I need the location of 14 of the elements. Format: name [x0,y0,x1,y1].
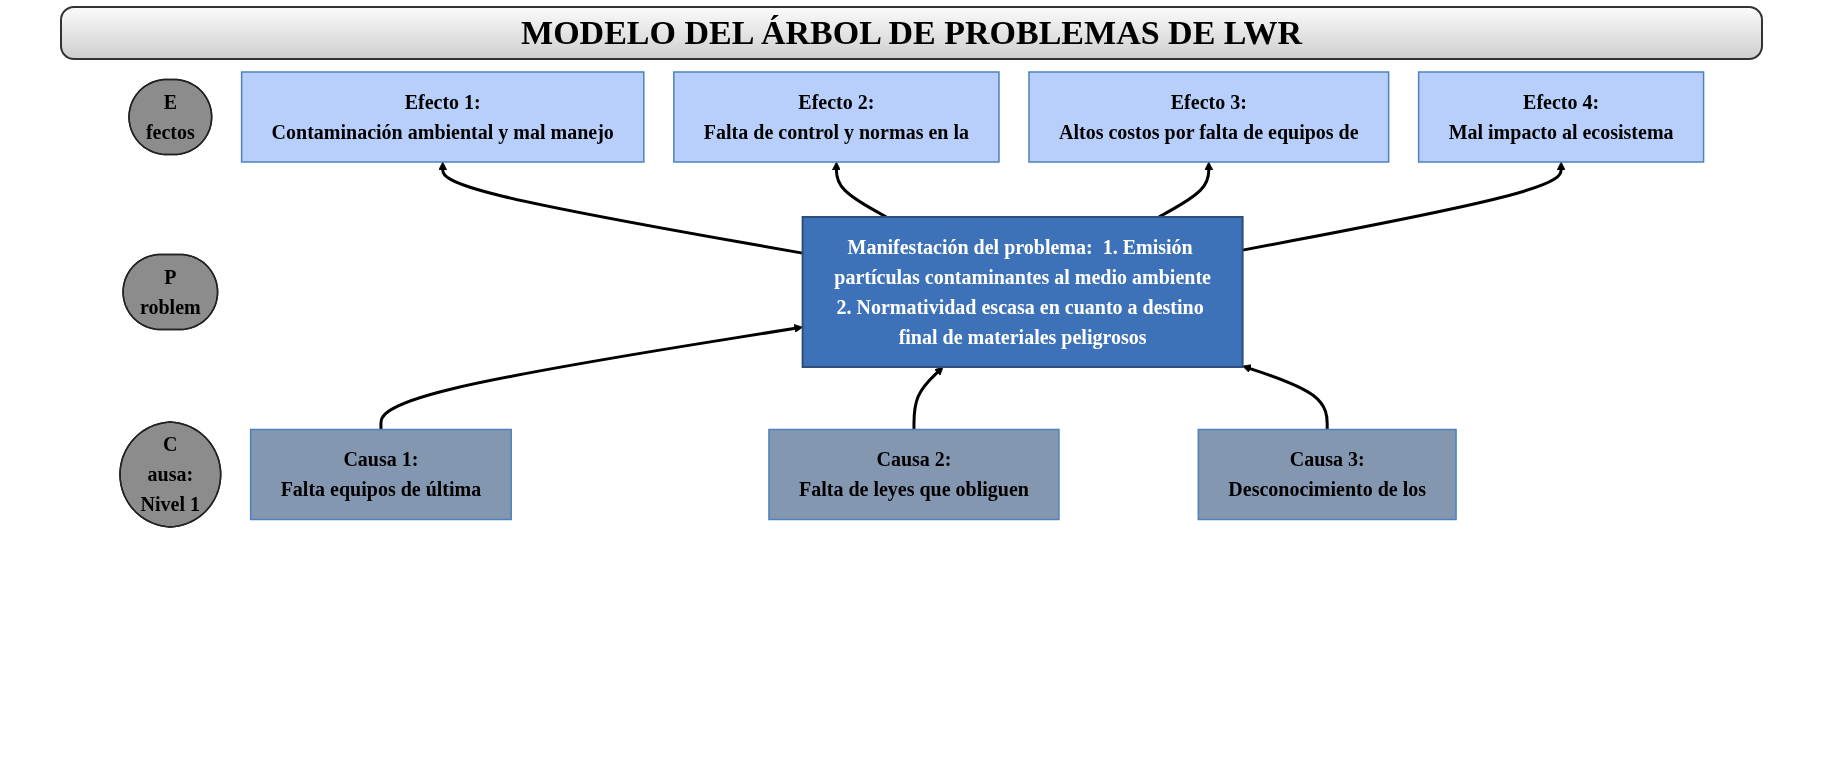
node-box: Manifestación del problema: 1. Emisión partículas contaminantes al medio ambiente 2. Normatividad escasa en cuanto a destino final de materiales peligrosos [801,216,1244,368]
arrow [438,161,803,255]
node-box: Causa 3: Desconocimiento de los [1197,428,1457,521]
node-box: Efecto 2: Falta de control y normas en la [672,71,1000,163]
node-box: Efecto 3: Altos costos por falta de equipos de [1027,71,1390,163]
diagram-title: MODELO DEL ÁRBOL DE PROBLEMAS DE LWR [60,6,1763,60]
node-box: Causa 2: Falta de leyes que obliguen [767,428,1060,521]
arrow [1242,161,1566,252]
arrow [1241,364,1329,430]
arrow [912,366,944,430]
arrow [379,324,803,430]
node-box: Efecto 4: Mal impacto al ecosistema [1417,71,1704,163]
node-box: Efecto 1: Contaminación ambiental y mal manejo [240,71,645,163]
node-box: Causa 1: Falta equipos de última [249,428,512,521]
